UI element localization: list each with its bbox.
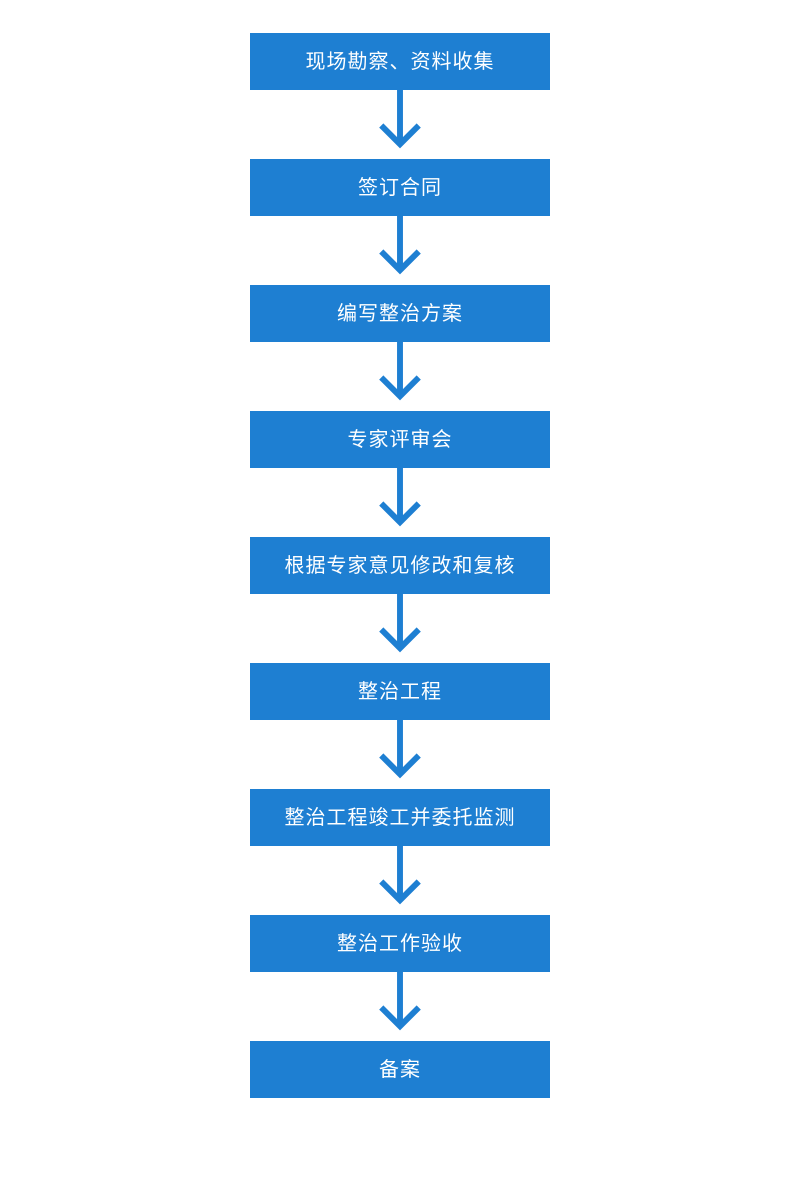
down-arrow-icon	[379, 594, 421, 653]
flow-step-site-survey: 现场勘察、资料收集	[250, 33, 550, 90]
down-arrow-icon	[379, 216, 421, 275]
flow-step-label: 专家评审会	[347, 428, 453, 451]
down-arrow-icon	[379, 90, 421, 149]
flow-step-label: 签订合同	[358, 176, 442, 199]
flow-step-label: 备案	[379, 1058, 421, 1081]
flow-step-label: 整治工作验收	[337, 932, 463, 955]
flow-step-label: 整治工程竣工并委托监测	[284, 806, 516, 829]
flow-step-revise-recheck: 根据专家意见修改和复核	[250, 537, 550, 594]
flow-step-write-plan: 编写整治方案	[250, 285, 550, 342]
flow-step-acceptance: 整治工作验收	[250, 915, 550, 972]
flow-step-sign-contract: 签订合同	[250, 159, 550, 216]
flow-step-completion-monitoring: 整治工程竣工并委托监测	[250, 789, 550, 846]
flow-step-expert-review: 专家评审会	[250, 411, 550, 468]
flow-step-remediation-works: 整治工程	[250, 663, 550, 720]
down-arrow-icon	[379, 846, 421, 905]
down-arrow-icon	[379, 720, 421, 779]
down-arrow-icon	[379, 972, 421, 1031]
flow-step-label: 现场勘察、资料收集	[305, 50, 495, 73]
flow-step-label: 根据专家意见修改和复核	[284, 554, 516, 577]
process-flowchart: 现场勘察、资料收集 签订合同 编写整治方案 专家评审会 根据专家	[250, 33, 550, 1098]
down-arrow-icon	[379, 342, 421, 401]
flow-step-filing: 备案	[250, 1041, 550, 1098]
flow-step-label: 编写整治方案	[337, 302, 463, 325]
flow-step-label: 整治工程	[358, 680, 442, 703]
down-arrow-icon	[379, 468, 421, 527]
